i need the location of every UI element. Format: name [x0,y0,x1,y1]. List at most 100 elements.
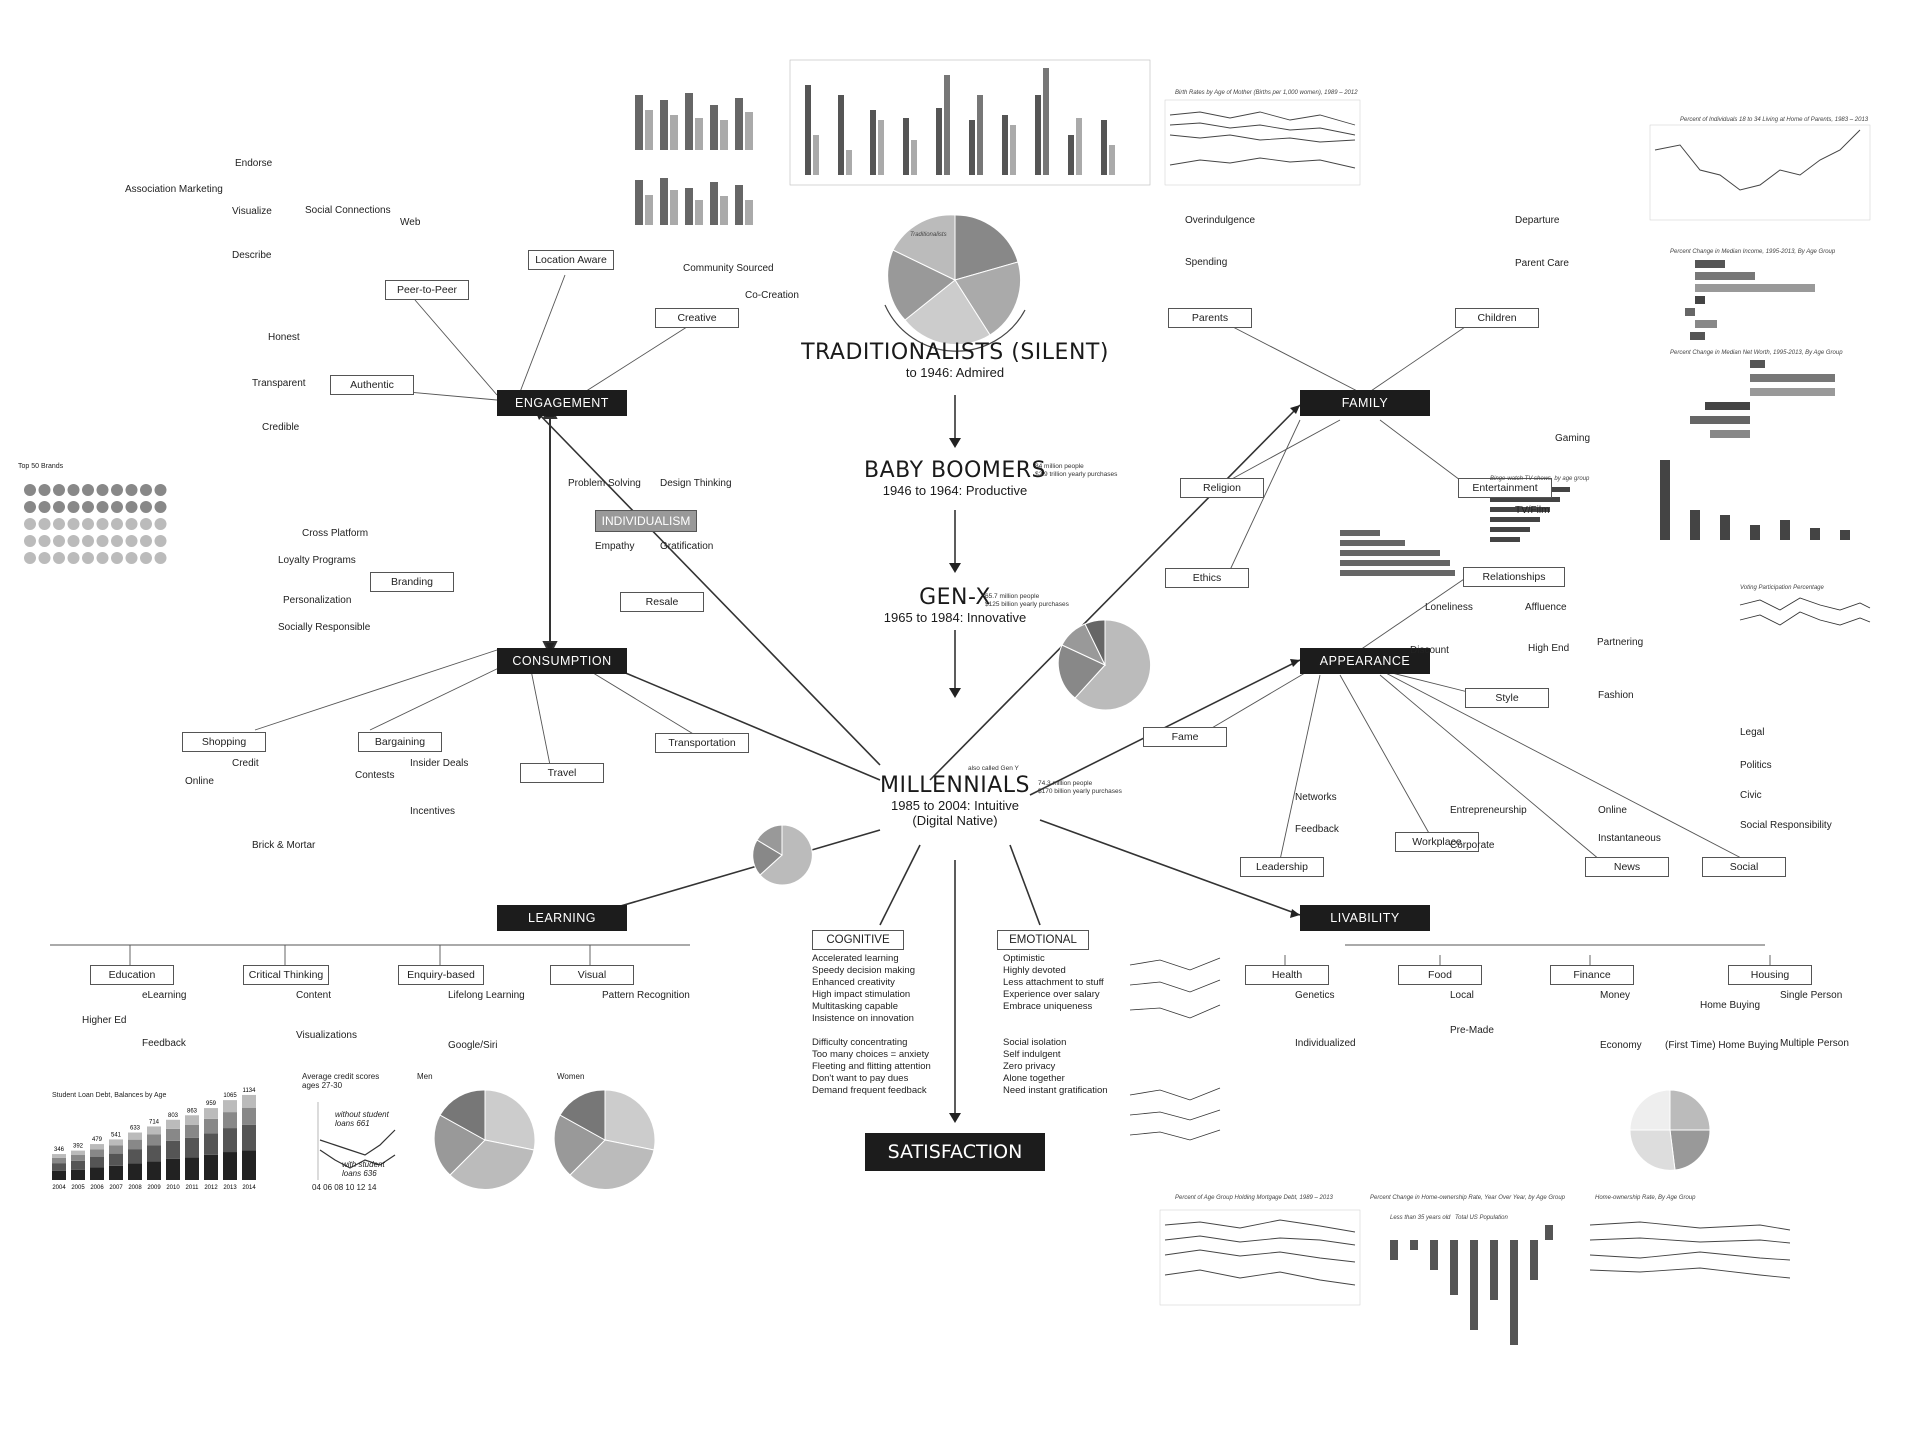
traditionalists-pie-title: Traditionalists [910,232,947,238]
node-civic: Civic [1740,790,1762,801]
cognitive-item: Don't want to pay dues [812,1073,909,1084]
millennials-title: MILLENNIALS [879,773,1031,798]
node-visualize: Visualize [232,206,272,217]
loan-bar-segment [204,1154,218,1180]
cognitive-item: Too many choices = anxiety [812,1049,929,1060]
women-title: Women [557,1072,585,1081]
node-credible: Credible [262,422,300,433]
living-home-title: Percent of Individuals 18 to 34 Living a… [1680,117,1869,123]
node-contests: Contests [355,770,395,781]
node-high-end: High End [1528,643,1570,654]
vehicle-pie [752,824,813,886]
ownership-legend-b: Total US Population [1455,1215,1508,1221]
brand-icon [140,535,152,547]
loan-bar-segment [147,1134,161,1146]
emotional-item: Self indulgent [1003,1049,1061,1060]
credit-with: with student loans 636 [342,1160,385,1178]
node-fame: Fame [1143,727,1227,747]
node-education: Education [90,965,174,985]
cognitive-item: Speedy decision making [812,965,915,976]
node-individualized: Individualized [1295,1038,1356,1049]
brand-icon [154,552,167,564]
genx-stat: 65.7 million people $125 billion yearly … [985,593,1069,608]
loan-bar-year: 2008 [128,1185,142,1191]
brand-icon [154,484,167,496]
loan-bar-segment [147,1145,161,1162]
loan-bar-value: 392 [73,1144,84,1150]
hub-learning: LEARNING [497,905,627,931]
node-religion: Religion [1180,478,1264,498]
node-online: Online [185,776,214,787]
brand-icon [111,484,123,496]
node-multiple-person: Multiple Person [1780,1038,1849,1049]
loan-bar-segment [109,1153,123,1166]
node-authentic: Authentic [330,375,414,395]
brand-icon [96,518,109,530]
loan-bar-segment [242,1124,256,1151]
median-income-chart [1685,260,1815,340]
emotional-item [1003,1025,1108,1037]
loan-bar-segment [185,1157,199,1180]
node-spending: Spending [1185,257,1228,268]
loan-bar-segment [242,1107,256,1125]
median-income-title: Percent Change in Median Income, 1995-20… [1670,249,1836,255]
node-parent-care: Parent Care [1515,258,1569,269]
node-endorse: Endorse [235,158,273,169]
brand-icon [53,518,65,530]
brand-icon [111,501,123,513]
node-gaming: Gaming [1555,433,1591,444]
brand-icon [24,535,36,547]
loan-bar-segment [90,1167,104,1180]
node-first-time-home-buying: (First Time) Home Buying [1665,1040,1779,1051]
loan-bar-segment [166,1140,180,1159]
loan-bar-year: 2007 [109,1185,123,1191]
brand-icon [111,518,123,530]
node-health: Health [1245,965,1329,985]
node-overindulgence: Overindulgence [1185,215,1256,226]
boomers-stat: 84 million people $2.9 trillion yearly p… [1035,463,1118,478]
men-pie [433,1089,536,1190]
loan-bar-value: 959 [206,1101,217,1107]
node-entrepreneurship: Entrepreneurship [1450,805,1527,816]
top-bar-chart [789,59,1151,186]
node-lifelong-learning: Lifelong Learning [448,990,525,1001]
brand-icon [140,518,152,530]
node-web: Web [400,217,421,228]
node-insider-deals: Insider Deals [410,758,469,769]
node-credit: Credit [232,758,259,769]
node-transportation: Transportation [655,733,749,753]
loan-chart-title: Student Loan Debt, Balances by Age [52,1092,167,1099]
hub-family: FAMILY [1300,390,1430,416]
node-money: Money [1600,990,1631,1001]
node-feedback: Feedback [142,1038,186,1049]
millennials-years: 1985 to 2004: Intuitive (Digital Native) [891,798,1019,828]
cognitive-item: Enhanced creativity [812,977,895,988]
cognitive-item: High impact stimulation [812,989,911,1000]
loan-bar-segment [166,1158,180,1180]
loan-bar-year: 2011 [186,1185,200,1191]
loan-bar-segment [166,1128,180,1141]
loan-bar-year: 2013 [223,1185,237,1191]
loan-bar-segment [147,1161,161,1180]
node-news: News [1585,857,1669,877]
credit-score-chart [317,1102,396,1180]
node-describe: Describe [232,250,272,261]
loan-bar-segment [109,1145,123,1154]
emotional-item: Alone together [1003,1073,1065,1084]
node-pre-made: Pre-Made [1450,1025,1494,1036]
brand-icon [67,518,80,530]
net-worth-chart [1690,360,1835,438]
loan-bar-segment [52,1163,66,1171]
loan-bar-segment [204,1133,218,1155]
brand-icon [140,484,152,496]
civic-bars [1660,460,1850,540]
node-cross-platform: Cross Platform [302,528,369,539]
genx-title: GEN-X [919,585,991,610]
node-local: Local [1450,990,1474,1001]
brand-icon [53,484,65,496]
node-enquiry-based: Enquiry-based [398,965,484,985]
hub-livability: LIVABILITY [1300,905,1430,931]
